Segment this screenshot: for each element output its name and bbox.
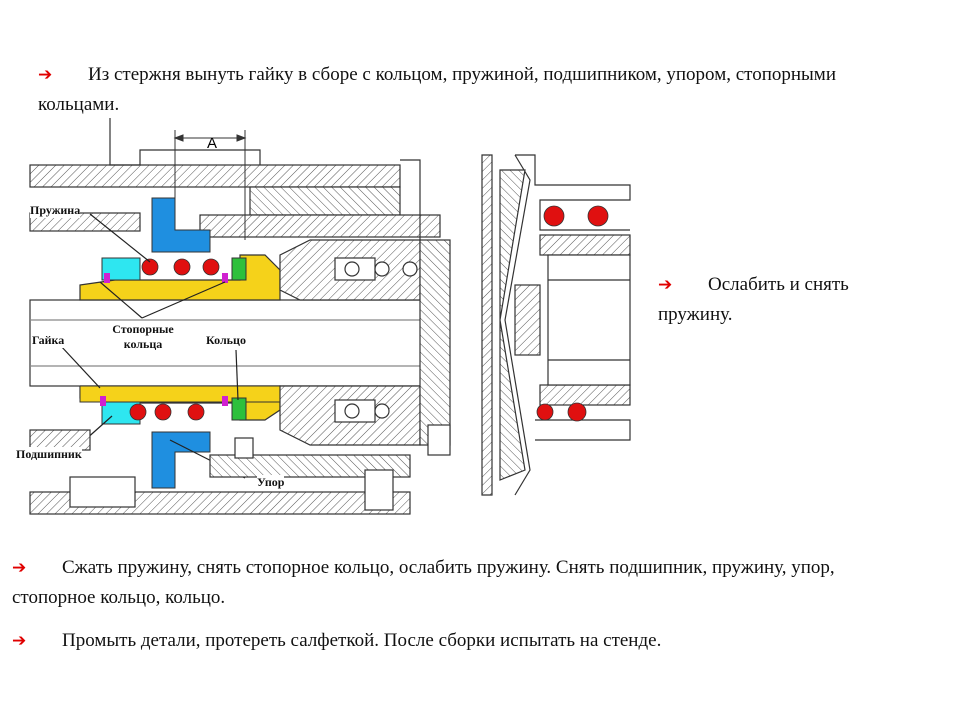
housing-top (29, 118, 441, 240)
housing-bottom (29, 424, 451, 515)
label-bearing: Подшипник (16, 447, 82, 462)
label-spring: Пружина (30, 203, 81, 218)
step-3: ➔Сжать пружину, снять стопорное кольцо, … (12, 553, 912, 613)
stop-upper (151, 197, 211, 253)
spring-upper (141, 258, 220, 276)
step-2-text: Ослабить и снять пружину. (658, 274, 849, 325)
stop-lower (151, 431, 211, 489)
label-nut: Гайка (32, 333, 65, 348)
arrow-right-icon: ➔ (658, 275, 673, 295)
step-2: ➔Ослабить и снять пружину. (658, 270, 858, 330)
spring-lower (129, 403, 205, 421)
label-ring: Кольцо (206, 333, 246, 348)
ring-upper (231, 257, 247, 281)
detail-spring-balls (536, 205, 609, 422)
dimension-a-label: A (207, 135, 217, 152)
step-4-text: Промыть детали, протереть салфеткой. Пос… (62, 630, 662, 651)
step-1-text: Из стержня вынуть гайку в сборе с кольцо… (38, 64, 836, 115)
nut-lower-body (79, 385, 281, 403)
step-4: ➔ Промыть детали, протереть салфеткой. По… (12, 626, 912, 656)
arrow-right-icon: ➔ (12, 631, 27, 651)
right-housing (279, 239, 451, 446)
label-stop: Упор (257, 475, 285, 490)
arrow-right-icon: ➔ (12, 558, 27, 578)
detail-drawing (481, 154, 631, 496)
label-retaining-rings: Стопорные кольца (98, 322, 188, 352)
arrow-right-icon: ➔ (38, 65, 53, 85)
retaining-rings (100, 273, 228, 406)
ring-lower (231, 397, 247, 421)
step-3-text: Сжать пружину, снять стопорное кольцо, о… (12, 557, 835, 608)
nut-upper (79, 254, 281, 301)
step-1: ➔Из стержня вынуть гайку в сборе с кольц… (38, 60, 918, 120)
bearing-upper (101, 257, 141, 281)
